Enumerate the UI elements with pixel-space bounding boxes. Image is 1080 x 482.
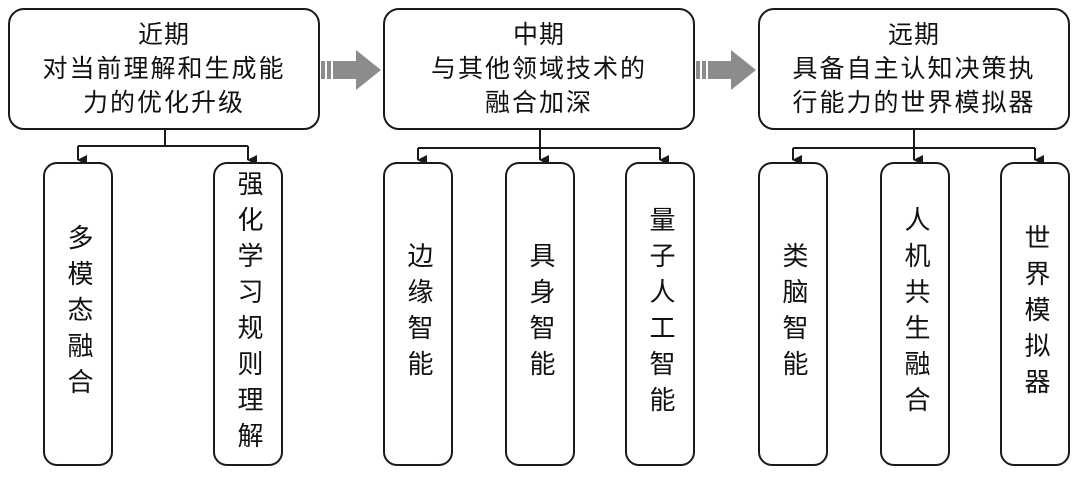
phase-title: 近期 [137, 20, 190, 49]
leaf-box: 具身智能 [505, 162, 575, 466]
phase3-connectors [792, 130, 1044, 165]
phase2-connectors [417, 130, 669, 165]
leaf-label: 类脑智能 [778, 242, 808, 386]
leaf-label: 强化学习规则理解 [233, 170, 263, 458]
leaf-box: 世界模拟器 [1000, 162, 1070, 466]
leaf-box: 人机共生融合 [880, 162, 950, 466]
leaf-label: 边缘智能 [403, 242, 433, 386]
phase-box-mid-term: 中期 与其他领域技术的 融合加深 [383, 8, 695, 130]
phase-desc-line: 具备自主认知决策执 [792, 54, 1036, 83]
leaf-box: 类脑智能 [758, 162, 828, 466]
leaf-box: 量子人工智能 [625, 162, 695, 466]
phase-desc-line: 力的优化升级 [82, 88, 245, 117]
phase1-connectors [77, 130, 257, 165]
leaf-box: 多模态融合 [43, 162, 113, 466]
phase-box-near-term: 近期 对当前理解和生成能 力的优化升级 [8, 8, 320, 130]
phase-title: 中期 [512, 20, 565, 49]
phase-title: 远期 [887, 20, 940, 49]
leaf-label: 量子人工智能 [645, 206, 675, 422]
leaf-box: 强化学习规则理解 [213, 162, 283, 466]
phase-arrow-2 [696, 50, 756, 90]
leaf-label: 多模态融合 [63, 224, 93, 404]
phase-desc-line: 融合加深 [484, 88, 593, 117]
leaf-label: 具身智能 [525, 242, 555, 386]
phase-desc-line: 与其他领域技术的 [430, 54, 647, 83]
leaf-label: 人机共生融合 [900, 206, 930, 422]
leaf-box: 边缘智能 [383, 162, 453, 466]
phase-desc-line: 行能力的世界模拟器 [792, 88, 1036, 117]
phase-desc-line: 对当前理解和生成能 [42, 54, 286, 83]
leaf-label: 世界模拟器 [1020, 224, 1050, 404]
phase-box-long-term: 远期 具备自主认知决策执 行能力的世界模拟器 [758, 8, 1070, 130]
phase-arrow-1 [321, 50, 381, 90]
